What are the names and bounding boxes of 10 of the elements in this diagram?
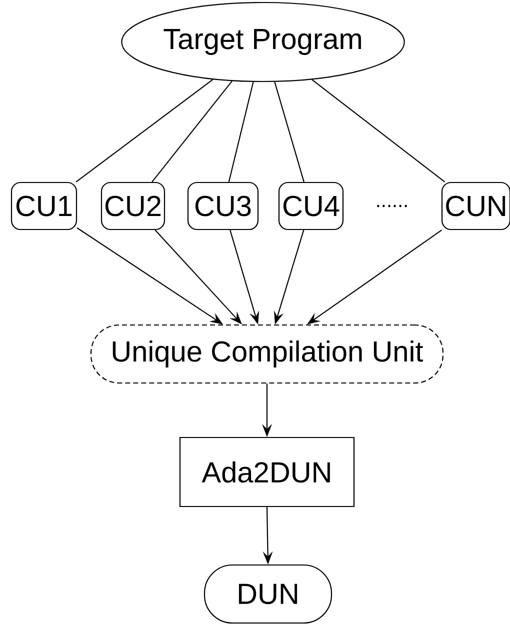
rounded-box: CU2 xyxy=(100,182,166,230)
ellipsis-label: ...... xyxy=(377,204,407,208)
process-box: Ada2DUN xyxy=(179,436,355,508)
rounded-box: CU4 xyxy=(278,182,344,230)
ellipse-node: Target Program xyxy=(121,2,405,82)
dashed-rounded-box: Unique Compilation Unit xyxy=(90,324,444,384)
rounded-box: CUN xyxy=(441,182,510,230)
terminal-box: DUN xyxy=(204,564,332,624)
rounded-box: CU1 xyxy=(10,182,78,230)
rounded-box: CU3 xyxy=(187,182,259,230)
